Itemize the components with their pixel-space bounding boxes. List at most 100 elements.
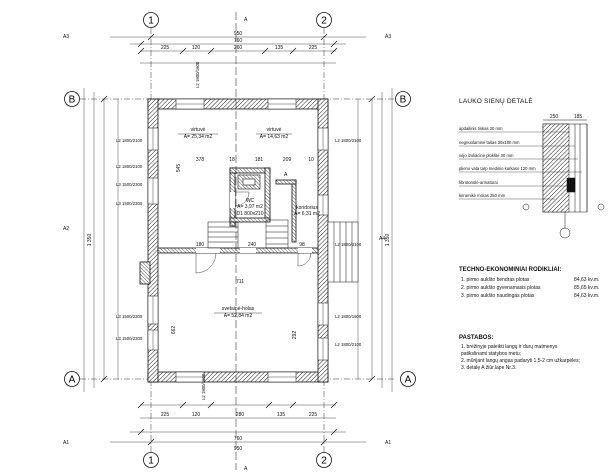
section-mark: A2 — [63, 226, 69, 232]
axis-label: B — [69, 95, 76, 106]
section-mark: A3 — [385, 34, 391, 40]
entrance-steps — [327, 221, 359, 283]
spec-value: 84,63 kv.m. — [574, 293, 600, 299]
dimension-lines — [83, 36, 393, 443]
detail-leaders — [459, 131, 582, 200]
axis-bubble-b-left: B — [64, 91, 80, 107]
spec-label: 2. pirmo aukšto gyvenamasis plotas — [461, 285, 541, 291]
dim-bottom-seg: 280 — [236, 412, 245, 418]
section-mark: A — [284, 172, 288, 178]
note-item: 2. mūrijant langų angas padaryti 1,5-2 c… — [461, 358, 580, 364]
room-area: A= 52,84 m2 — [224, 313, 253, 319]
section-mark: A — [244, 17, 248, 23]
spec-row: 3. pirmo aukšto naudingas plotas 84,63 k… — [461, 293, 599, 299]
window-tag: L2 1800/2100 — [116, 164, 143, 169]
dim-right-total: 1 350 — [385, 234, 391, 247]
door-label: D1 800x210 — [237, 211, 264, 217]
dim-interior: 10 — [308, 157, 314, 163]
detail-layer: vėjo izoliacinė plokštė 30 mm — [459, 153, 514, 158]
dimension-ticks — [100, 33, 376, 446]
detail-layer: fibrotonūlė-armatūrai — [459, 180, 498, 185]
dim-interior: 209 — [283, 157, 292, 163]
axis-label: 1 — [148, 16, 154, 27]
section-mark: A — [244, 466, 248, 472]
room-area: A= 6,31 m2 — [294, 211, 320, 217]
door-swings — [195, 191, 312, 274]
axis-bubble-1-top: 1 — [143, 12, 159, 28]
axis-bubble-2-bottom: 2 — [316, 452, 332, 468]
detail-layer: keramikė mūras 250 mm — [459, 193, 506, 198]
dim-left-total: 1 350 — [87, 234, 93, 247]
room-name: virtuvė — [191, 127, 206, 133]
room-name: koridorius — [296, 205, 318, 211]
room-name: svetainė-holas — [222, 306, 255, 312]
detail-layer: apdailinis tinkas 20 mm — [459, 126, 503, 131]
spec-value: 85,65 kv.m. — [574, 285, 600, 291]
dim-interior: 378 — [196, 157, 205, 163]
wall-detail — [522, 119, 605, 239]
dim-bottom-seg: 120 — [192, 412, 201, 418]
dim-top-seg: 135 — [275, 45, 284, 51]
axis-label: B — [400, 95, 407, 106]
section-mark: A1 — [385, 440, 391, 446]
exterior-walls — [147, 98, 329, 383]
specs-title: TECHNO-EKONOMINIAI RODIKLIAI: — [459, 267, 562, 273]
detail-layer: plieno vata tarp medinio karkaso 120 mm — [459, 166, 536, 171]
dim-interior: 180 — [196, 242, 205, 248]
axis-bubble-a-right: A — [400, 371, 416, 387]
dim-interior: 181 — [255, 157, 264, 163]
dim-bottom-outer: 950 — [234, 446, 243, 452]
window-tag: L3 1500/2300 — [116, 336, 143, 341]
section-mark: A1 — [63, 440, 69, 446]
axis-bubble-b-right: B — [395, 91, 411, 107]
dim-interior: 98 — [299, 242, 305, 248]
spec-label: 3. pirmo aukšto naudingas plotas — [461, 293, 535, 299]
note-item: 3. detalę A žiūr.lape Nr.3. — [461, 365, 517, 371]
dim-bottom-seg: 225 — [309, 412, 318, 418]
window-tag: L2 1800/2100 — [335, 138, 362, 143]
window-tag: L2 1800/1600 — [195, 61, 200, 88]
spec-label: 1. pirmo aukšto bendras plotas — [461, 277, 530, 283]
detail-layer-labels: apdailinis tinkas 20 mm negnuolaminė taš… — [459, 126, 536, 198]
window-glazing — [152, 103, 324, 378]
window-tags: L2 1800/2100 L2 1800/2100 L3 1500/2300 L… — [116, 61, 362, 400]
dim-top-seg: 260 — [234, 45, 243, 51]
section-marks: A A A A3 A3 A1 A1 A2 A4 — [63, 17, 391, 472]
room-name: WC — [246, 198, 255, 204]
note-item: 1. brėžinyje pateikti langų ir durų matm… — [461, 344, 558, 350]
window-tag: L2 1800/2100 — [116, 138, 143, 143]
detail-dims: 250 185 — [550, 114, 583, 120]
dim-interior: 662 — [171, 326, 177, 335]
detail-layer: negnuolaminė tašas 30x100 mm — [459, 140, 520, 145]
axis-label: A — [405, 375, 412, 386]
dim-interior: 711 — [236, 279, 244, 285]
dim-top-outer: 950 — [234, 31, 243, 37]
stairs — [207, 219, 289, 249]
dim-interior: 292 — [292, 331, 298, 340]
dim-top-seg: 120 — [192, 45, 201, 51]
detail-dim: 250 — [550, 114, 559, 120]
window-tag: L3 1500/2300 — [116, 201, 143, 206]
dim-bottom-seg: 225 — [161, 412, 170, 418]
chimney — [237, 174, 261, 190]
axis-bubble-1-bottom: 1 — [143, 452, 159, 468]
spec-row: 1. pirmo aukšto bendras plotas 84,63 kv.… — [461, 277, 599, 283]
axis-bubble-2-top: 2 — [316, 12, 332, 28]
dimension-labels: 950 760 225 120 260 135 225 225 120 280 … — [87, 31, 391, 452]
room-labels: virtuvė A= 25,34 m2 virtuvė A= 14,63 m2 … — [184, 127, 320, 319]
detail-dim: 185 — [574, 114, 583, 120]
notes-title: PASTABOS: — [459, 335, 494, 341]
spec-row: 2. pirmo aukšto gyvenamasis plotas 85,65… — [461, 285, 599, 291]
spec-value: 84,63 kv.m. — [574, 277, 600, 283]
room-label-boxes — [178, 133, 292, 314]
window-tag: L2 1800/1600 — [335, 314, 362, 319]
axis-label: A — [69, 375, 76, 386]
axis-label: 1 — [148, 456, 154, 467]
dim-top-mid: 760 — [234, 38, 243, 44]
room-name: virtuvė — [267, 127, 282, 133]
door-openings — [196, 192, 312, 253]
window-tag: L2 1800/2100 — [335, 242, 362, 247]
note-item: patikslinami statybos metu; — [461, 351, 522, 357]
window-tag: L2 1800/1600 — [201, 373, 206, 400]
